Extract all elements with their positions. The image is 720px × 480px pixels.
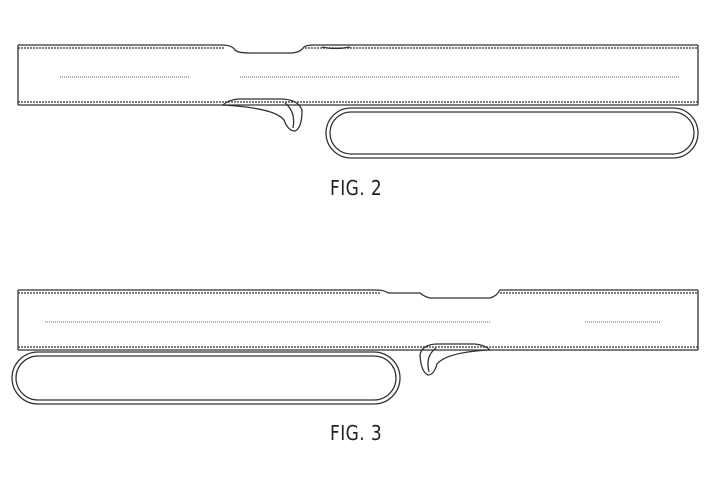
fig2-bar — [17, 44, 699, 106]
fig2-loop — [325, 107, 699, 159]
fig3-loop — [11, 351, 401, 405]
fig3-bar — [17, 289, 699, 351]
figure-label: FIG. 3 — [330, 421, 383, 445]
figure-label: FIG. 2 — [330, 176, 383, 200]
fig2-drawing — [17, 44, 699, 159]
fig3-drawing — [11, 289, 699, 405]
fig3-hook — [419, 343, 492, 376]
fig2-hook — [221, 98, 303, 132]
